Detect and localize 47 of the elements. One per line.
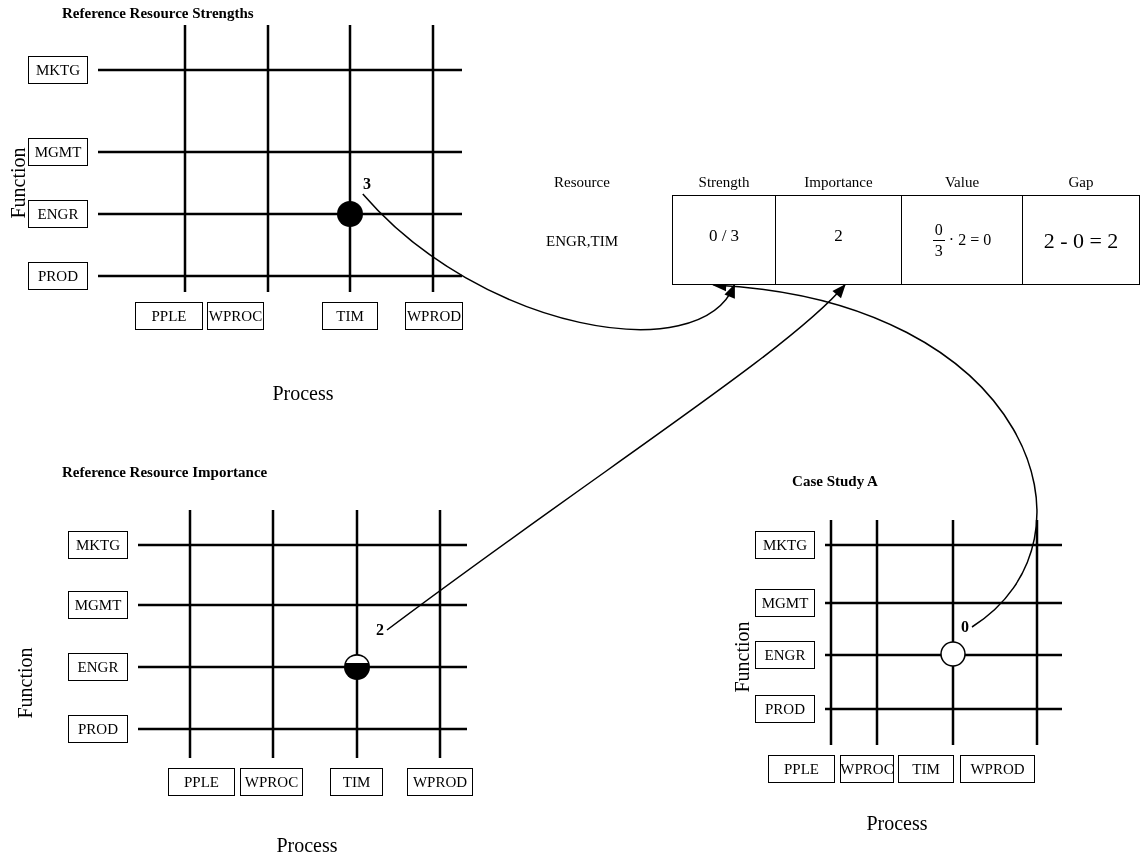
- label-box: MGMT: [755, 589, 815, 617]
- label-box: MKTG: [68, 531, 128, 559]
- label-box: ENGR: [28, 200, 88, 228]
- label-box: TIM: [330, 768, 383, 796]
- axis-label: Process: [271, 381, 335, 406]
- label-box: MKTG: [28, 56, 88, 84]
- label-box: PPLE: [135, 302, 203, 330]
- value-number: 2: [373, 620, 387, 640]
- label-box: TIM: [322, 302, 378, 330]
- curved-arrow: [362, 193, 736, 331]
- axis-label: Process: [275, 833, 339, 858]
- label-box: PPLE: [168, 768, 235, 796]
- row-header: ENGR,TIM: [546, 232, 620, 251]
- value-number: 3: [360, 174, 374, 194]
- axis-label: Process: [865, 811, 929, 836]
- axis-label: Function: [13, 646, 37, 721]
- label-box: MGMT: [28, 138, 88, 166]
- label-box: MGMT: [68, 591, 128, 619]
- label-box: WPROC: [207, 302, 264, 330]
- label-box: ENGR: [755, 641, 815, 669]
- axis-label: Function: [730, 620, 754, 695]
- chart-title: Reference Resource Strengths: [62, 4, 255, 23]
- value-number: 0: [958, 617, 972, 637]
- label-box: PROD: [28, 262, 88, 290]
- label-box: WPROC: [840, 755, 894, 783]
- label-box: ENGR: [68, 653, 128, 681]
- label-box: TIM: [898, 755, 954, 783]
- label-box: WPROD: [405, 302, 463, 330]
- table-cell: 2 - 0 = 2: [1022, 195, 1140, 285]
- label-box: WPROD: [407, 768, 473, 796]
- label-box: MKTG: [755, 531, 815, 559]
- table-cell: 0 / 3: [672, 195, 776, 285]
- column-header: Importance: [803, 173, 874, 192]
- chart-title: Reference Resource Importance: [62, 463, 269, 482]
- column-header: Strength: [697, 173, 751, 192]
- column-header: Value: [943, 173, 981, 192]
- label-box: PROD: [68, 715, 128, 743]
- label-box: WPROC: [240, 768, 303, 796]
- chart-title: Case Study A: [791, 472, 879, 491]
- column-header: Gap: [1067, 173, 1095, 192]
- column-header: Resource: [554, 173, 611, 192]
- label-box: PROD: [755, 695, 815, 723]
- label-box: WPROD: [960, 755, 1035, 783]
- curved-arrow: [386, 284, 846, 631]
- label-box: PPLE: [768, 755, 835, 783]
- table-cell: 2: [775, 195, 902, 285]
- axis-label: Function: [6, 146, 30, 221]
